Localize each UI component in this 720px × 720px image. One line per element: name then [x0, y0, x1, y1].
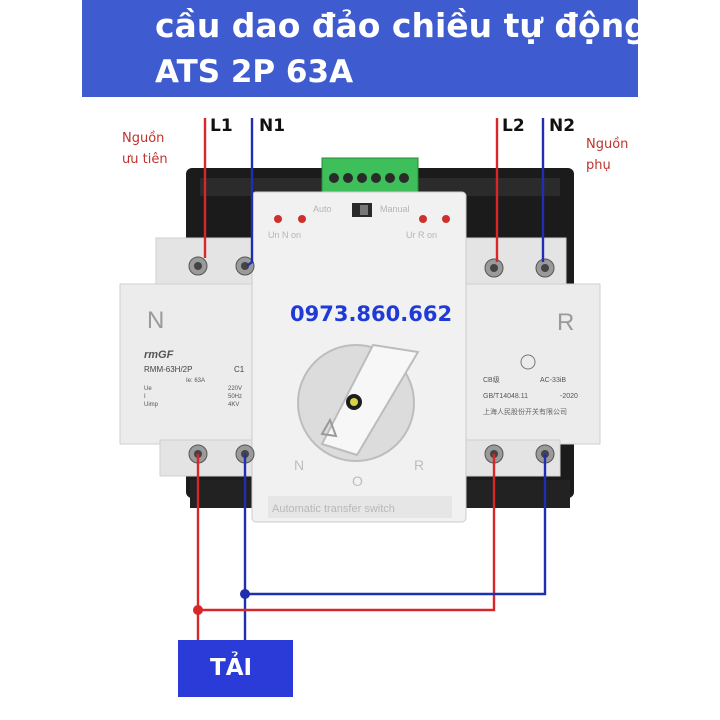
indicator-right-label: Ur R on	[406, 230, 437, 240]
footer-label: Automatic transfer switch	[272, 503, 395, 515]
terminal-l1-label: L1	[210, 116, 233, 136]
junction-red	[193, 605, 203, 615]
wire-out-blue-right	[245, 454, 547, 596]
wire-out-red-right	[198, 454, 496, 612]
cert-ac: AC-33iB	[540, 377, 566, 384]
side-label-n: N	[147, 307, 164, 334]
mode-auto-label: Auto	[313, 204, 332, 214]
right-module-body	[457, 283, 601, 445]
standard-year: -2020	[560, 393, 578, 400]
phone-number: 0973.860.662	[290, 302, 453, 326]
spec-voltage: 220V	[228, 386, 242, 392]
primary-source-line2: ưu tiên	[122, 152, 168, 167]
indicator-left-label: Un N on	[268, 230, 301, 240]
terminal-l2-label: L2	[502, 116, 525, 136]
title-line-2: ATS 2P 63A	[155, 54, 354, 90]
dial-n-label: N	[294, 457, 304, 473]
center-controller-footer	[268, 496, 452, 518]
side-label-r: R	[557, 309, 574, 336]
wire-n1	[246, 118, 254, 267]
terminal-n2-label: N2	[549, 116, 576, 136]
spec-i: I	[144, 394, 146, 400]
spec-current: Ie: 63A	[186, 378, 205, 384]
terminal-n1-label: N1	[259, 116, 286, 136]
spec-ue: Ue	[144, 386, 152, 392]
primary-source-line1: Nguồn	[122, 131, 165, 146]
backup-source-line1: Nguồn	[586, 137, 629, 152]
title-banner	[82, 0, 638, 97]
spec-uimp-value: 4KV	[228, 402, 239, 408]
class-label: C1	[234, 365, 245, 374]
left-module-body	[119, 283, 263, 445]
primary-source-label: Nguồn ưu tiên	[122, 128, 168, 170]
mode-manual-label: Manual	[380, 204, 410, 214]
maker-label: 上海人民股份开关有限公司	[483, 407, 567, 416]
title-line-1: cầu dao đảo chiều tự động	[155, 6, 648, 45]
dial-r-label: R	[414, 457, 424, 473]
junction-blue	[240, 589, 250, 599]
spec-frequency: 50Hz	[228, 394, 242, 400]
backup-source-line2: phụ	[586, 158, 611, 173]
top-terminal-screws	[188, 256, 555, 278]
dial-o-label: O	[352, 473, 363, 489]
load-box	[178, 640, 293, 697]
indicator-leds	[274, 215, 450, 223]
selector-handle	[320, 343, 420, 457]
model-label: RMM-63H/2P	[144, 365, 192, 374]
standard-code: GB/T14048.11	[483, 393, 528, 400]
ccc-mark	[520, 354, 536, 370]
brand-label: rmGF	[144, 349, 174, 361]
load-label: TẢI	[210, 655, 253, 681]
spec-uimp: Uimp	[144, 402, 159, 408]
backup-source-label: Nguồn phụ	[586, 134, 628, 176]
cert-code: CB级	[483, 375, 500, 384]
